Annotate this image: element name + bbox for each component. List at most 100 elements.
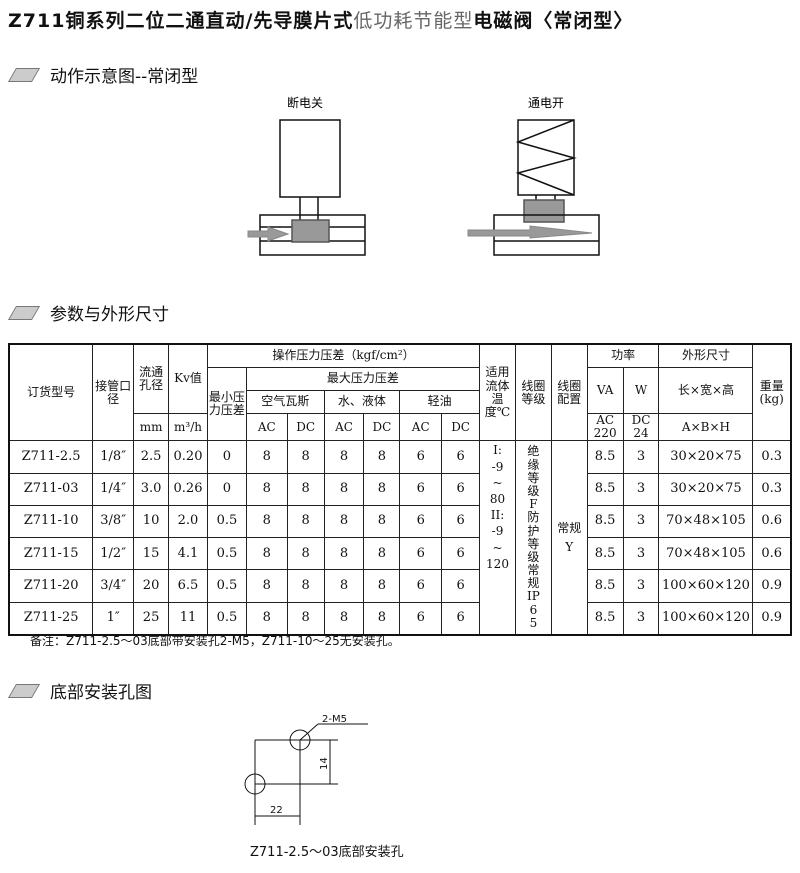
table-note: 备注：Z711-2.5～03底部带安装孔2-M5，Z711-10～25无安装孔。	[30, 634, 400, 648]
off-label: 断电关	[287, 95, 323, 110]
table-cell: 30×20×75	[658, 472, 754, 506]
table-cell: 8	[245, 601, 288, 636]
table-cell: 8	[286, 569, 325, 603]
h-coil: 线圈等级	[514, 343, 552, 442]
section-title: 参数与外形尺寸	[50, 305, 169, 325]
table-cell: 6	[399, 601, 443, 636]
table-cell: 8	[245, 472, 288, 506]
table-cell: 8	[286, 504, 325, 539]
section-holes: 底部安装孔图	[7, 678, 152, 703]
table-cell: 8.5	[586, 601, 624, 636]
h-dim-abh: A×B×H	[658, 412, 754, 442]
temp-line: II:	[490, 508, 505, 523]
table-cell: 70×48×105	[658, 504, 754, 539]
h-power: 功率	[586, 343, 660, 368]
table-cell: 3	[622, 537, 660, 571]
table-cell: 1/8″	[92, 440, 135, 474]
section-title: 动作示意图--常闭型	[50, 67, 199, 87]
section-marker-icon	[7, 305, 41, 320]
h-op: 操作压力压差（kgf/cm²）	[206, 343, 481, 368]
table-cell: 0.20	[168, 440, 208, 474]
temp-line: I:	[493, 443, 502, 458]
table-cell: 1/4″	[92, 472, 135, 506]
action-diagram: 断电关 通电开	[247, 95, 600, 256]
table-cell: 8	[363, 440, 401, 474]
table-cell: 8	[286, 601, 325, 636]
table-cell: 0.3	[752, 472, 792, 506]
table-cell: 8	[363, 472, 401, 506]
h-ac220: AC 220	[586, 412, 624, 442]
title-main: Z711铜系列二位二通直动/先导膜片式	[8, 10, 354, 32]
table-cell: 30×20×75	[658, 440, 754, 474]
table-cell: 8.5	[586, 537, 624, 571]
table-cell: 0.6	[752, 537, 792, 571]
temp-line: ~	[492, 540, 503, 555]
config-line: 常规	[557, 520, 582, 535]
temp-line: -9	[491, 524, 504, 539]
table-cell: 70×48×105	[658, 537, 754, 571]
table-cell: 2.5	[133, 440, 170, 474]
table-cell: 0.5	[206, 504, 247, 539]
table-cell: 8	[363, 601, 401, 636]
table-cell: 8	[245, 440, 288, 474]
table-cell: 2.0	[168, 504, 208, 539]
table-cell: 8	[286, 472, 325, 506]
table-cell: 8	[323, 601, 365, 636]
temp-line: -9	[491, 459, 504, 474]
table-cell: 6	[441, 537, 481, 571]
h-port: 接管口径	[92, 343, 135, 442]
table-cell: 6	[441, 601, 481, 636]
table-cell: 6	[399, 440, 443, 474]
section-marker-icon	[7, 67, 41, 82]
valve-on	[467, 119, 600, 256]
section-marker-icon	[7, 683, 41, 698]
spec-table: 订货型号 接管口径 流通孔径 Kv值 操作压力压差（kgf/cm²） 适用流体温…	[8, 343, 792, 636]
config-line: Y	[565, 539, 574, 554]
table-cell: 10	[133, 504, 170, 539]
h-dim-sub: 长×宽×高	[658, 367, 754, 414]
title-tail: 电磁阀〈常闭型〉	[473, 10, 634, 32]
table-cell: 6	[441, 504, 481, 539]
table-cell: 6	[441, 472, 481, 506]
table-cell: 8	[323, 569, 365, 603]
table-cell: 8	[245, 504, 288, 539]
table-cell: 8	[245, 569, 288, 603]
table-cell: 20	[133, 569, 170, 603]
section-params: 参数与外形尺寸	[7, 300, 169, 325]
table-cell: 0	[206, 440, 247, 474]
h-max: 最大压力压差	[245, 367, 481, 391]
table-cell: Z711-15	[8, 537, 94, 571]
table-cell: 8	[363, 504, 401, 539]
dim-v-label: 14	[319, 757, 330, 770]
table-cell: 6	[399, 569, 443, 603]
h-temp: 适用流体温度℃	[479, 343, 516, 442]
table-cell: 8.5	[586, 472, 624, 506]
h-oil: 轻油	[399, 390, 481, 414]
table-cell: 0.9	[752, 601, 792, 636]
table-cell: 6	[441, 569, 481, 603]
h-dc: DC	[286, 412, 325, 442]
h-weight: 重量(kg)	[752, 343, 792, 442]
table-cell: 8	[323, 440, 365, 474]
table-cell: 3	[622, 440, 660, 474]
h-air: 空气瓦斯	[245, 390, 325, 414]
h-dc: DC	[363, 412, 401, 442]
table-cell: 4.1	[168, 537, 208, 571]
table-cell: 25	[133, 601, 170, 636]
table-cell: 8	[323, 504, 365, 539]
temp-line: 80	[489, 491, 506, 506]
table-cell: 3	[622, 504, 660, 539]
hole-caption: Z711-2.5～03底部安装孔	[250, 844, 404, 860]
table-cell: 8	[363, 569, 401, 603]
h-dc24: DC 24	[622, 412, 660, 442]
valve-off	[247, 119, 366, 256]
h-dim: 外形尺寸	[658, 343, 754, 368]
h-orifice-unit: mm	[133, 412, 170, 442]
hole-diagram: 2-M5 14 22 Z711-2.5～03底部安装孔	[244, 714, 404, 860]
table-cell: 8.5	[586, 569, 624, 603]
h-ac: AC	[245, 412, 288, 442]
